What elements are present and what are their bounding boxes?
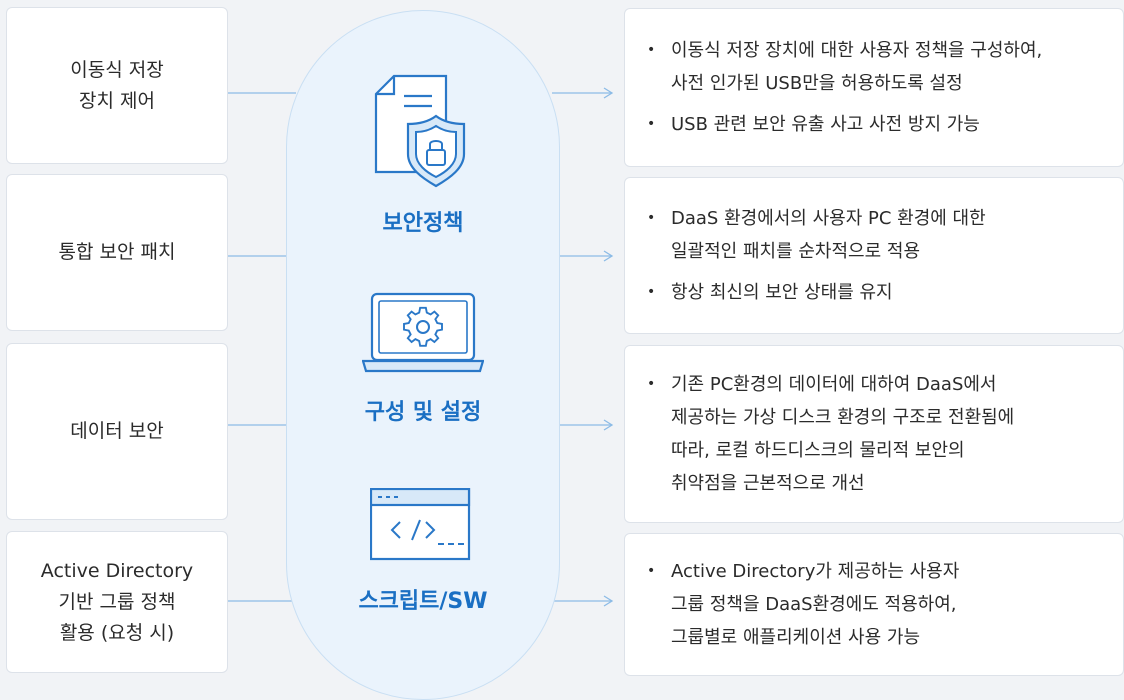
bullet-item: •DaaS 환경에서의 사용자 PC 환경에 대한 일괄적인 패치를 순차적으로… [647,208,986,262]
left-item-label: Active Directory 기반 그룹 정책 활용 (요청 시) [40,559,194,644]
laptop-gear-icon [362,292,484,373]
connector-lines [228,87,614,607]
right-item-2: •DaaS 환경에서의 사용자 PC 환경에 대한 일괄적인 패치를 순차적으로… [624,177,1124,334]
center-label-2: 구성 및 설정 [364,400,482,425]
connector-arrowhead-4 [603,595,614,607]
bullet-item: •Active Directory가 제공하는 사용자 그룹 정책을 DaaS환… [647,561,960,648]
bullet-item: •이동식 저장 장치에 대한 사용자 정책을 구성하여, 사전 인가된 USB만… [647,40,1043,94]
left-item-label: 이동식 저장 장치 제어 [70,58,164,112]
left-item-3: 데이터 보안 [6,343,228,520]
right-item-1: •이동식 저장 장치에 대한 사용자 정책을 구성하여, 사전 인가된 USB만… [624,8,1124,167]
left-item-4: Active Directory 기반 그룹 정책 활용 (요청 시) [6,531,228,673]
right-item-3: •기존 PC환경의 데이터에 대하여 DaaS에서 제공하는 가상 디스크 환경… [624,345,1124,523]
bullet-item: •기존 PC환경의 데이터에 대하여 DaaS에서 제공하는 가상 디스크 환경… [647,374,1015,494]
bullet-item: •USB 관련 보안 유출 사고 사전 방지 가능 [647,114,980,135]
left-item-1: 이동식 저장 장치 제어 [6,7,228,164]
bullet-item: •항상 최신의 보안 상태를 유지 [647,282,893,303]
connector-arrowhead-1 [603,87,614,99]
code-window-icon [370,488,471,561]
right-item-4: •Active Directory가 제공하는 사용자 그룹 정책을 DaaS환… [624,533,1124,676]
left-item-label: 통합 보안 패치 [58,241,176,263]
document-shield-icon [374,74,466,188]
connector-arrowhead-3 [603,419,614,431]
left-item-2: 통합 보안 패치 [6,174,228,331]
center-label-1: 보안정책 [382,211,464,236]
center-label-3: 스크립트/SW [358,589,488,614]
left-item-label: 데이터 보안 [70,420,164,442]
connector-arrowhead-2 [603,250,614,262]
